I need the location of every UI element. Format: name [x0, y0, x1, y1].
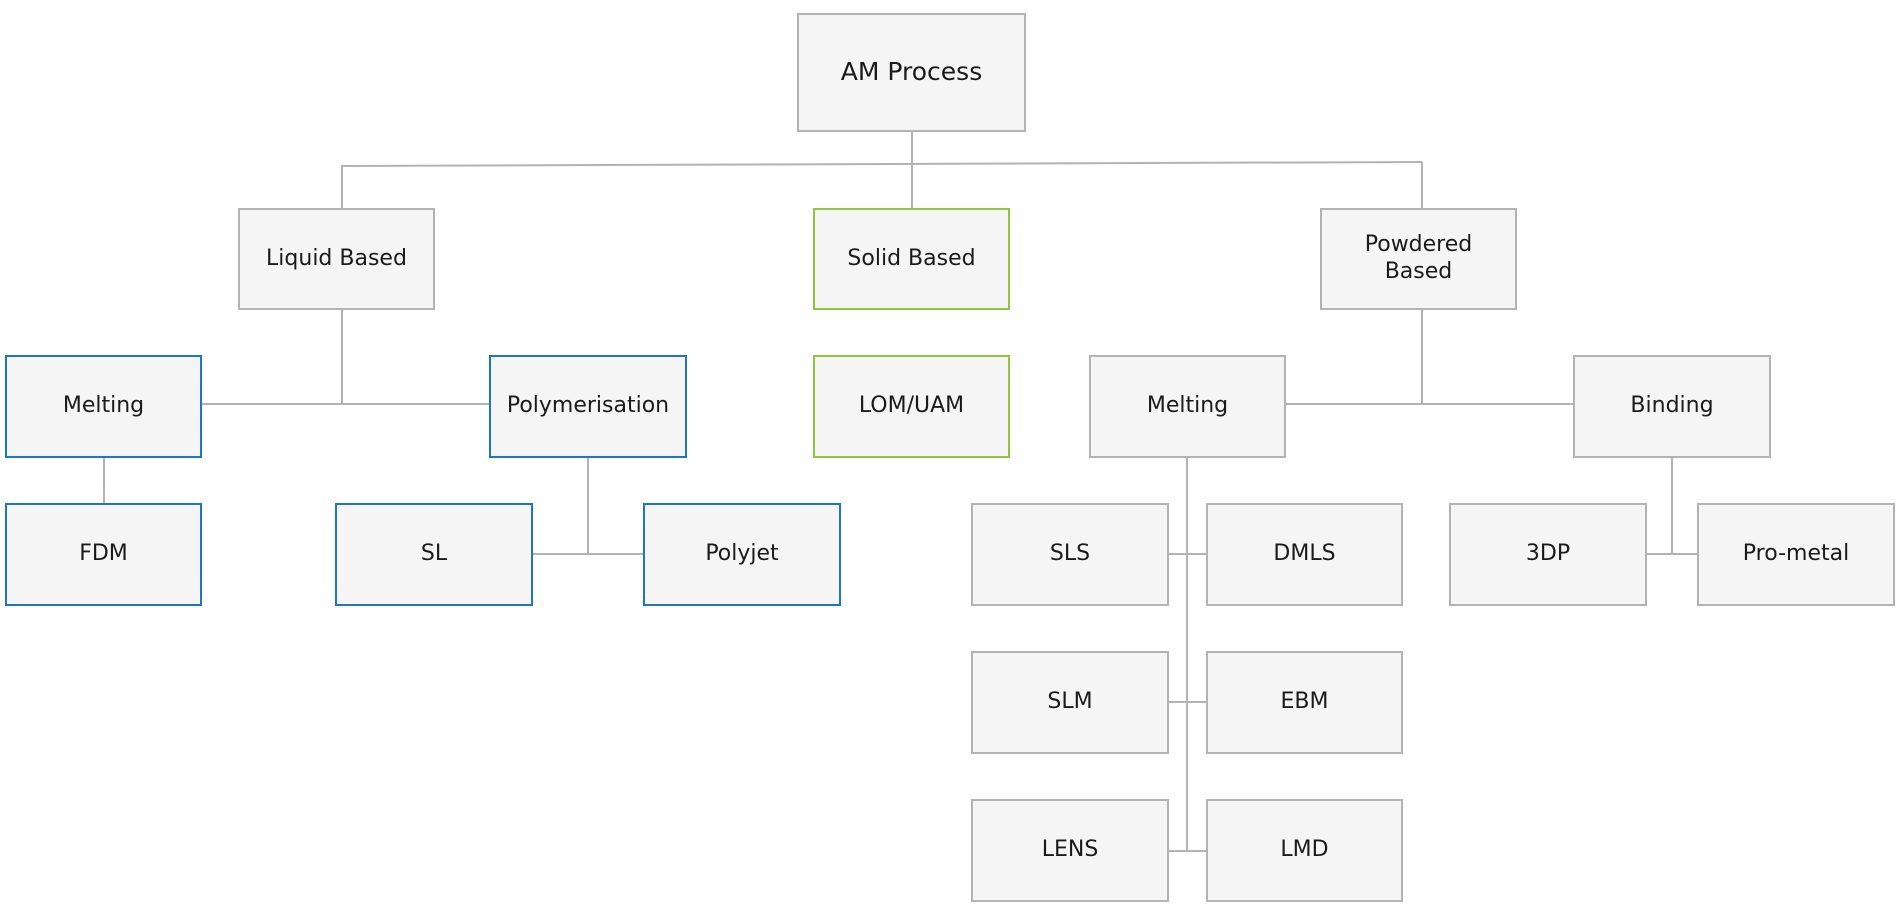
node-label: Pro-metal	[1742, 541, 1850, 567]
node-label: EBM	[1280, 689, 1329, 715]
node-3dp: 3DP	[1449, 503, 1647, 606]
node-sls: SLS	[971, 503, 1169, 606]
node-liquid-based: Liquid Based	[238, 208, 435, 310]
node-label: SL	[420, 541, 448, 567]
node-label: AM Process	[840, 57, 983, 87]
node-pro-metal: Pro-metal	[1697, 503, 1895, 606]
node-solid-based: Solid Based	[813, 208, 1010, 310]
node-label: FDM	[79, 541, 128, 567]
node-label: LENS	[1041, 837, 1099, 863]
node-label: Solid Based	[847, 245, 976, 271]
node-polyjet: Polyjet	[643, 503, 841, 606]
node-label: SLS	[1049, 541, 1091, 567]
node-label: Powdered Based	[1364, 232, 1473, 284]
node-fdm: FDM	[5, 503, 202, 606]
node-label: Liquid Based	[266, 245, 407, 271]
node-am-process: AM Process	[797, 13, 1026, 132]
node-lom-uam: LOM/UAM	[813, 355, 1010, 458]
node-sl: SL	[335, 503, 533, 606]
node-binding: Binding	[1573, 355, 1771, 458]
node-label: 3DP	[1525, 541, 1571, 567]
node-label: LMD	[1280, 837, 1329, 863]
node-lens: LENS	[971, 799, 1169, 902]
node-label: Melting	[1146, 393, 1229, 419]
node-label: Polymerisation	[506, 393, 670, 419]
node-polymerisation: Polymerisation	[489, 355, 687, 458]
node-label: Binding	[1630, 393, 1714, 419]
node-dmls: DMLS	[1206, 503, 1403, 606]
node-lmd: LMD	[1206, 799, 1403, 902]
node-label: SLM	[1047, 689, 1093, 715]
connector	[341, 161, 1423, 167]
node-label: Melting	[62, 393, 145, 419]
node-ebm: EBM	[1206, 651, 1403, 754]
node-label: DMLS	[1273, 541, 1336, 567]
node-powder-melting: Melting	[1089, 355, 1286, 458]
node-label: LOM/UAM	[858, 393, 965, 419]
node-label: Polyjet	[705, 541, 779, 567]
node-liquid-melting: Melting	[5, 355, 202, 458]
node-slm: SLM	[971, 651, 1169, 754]
node-powdered-based: Powdered Based	[1320, 208, 1517, 310]
